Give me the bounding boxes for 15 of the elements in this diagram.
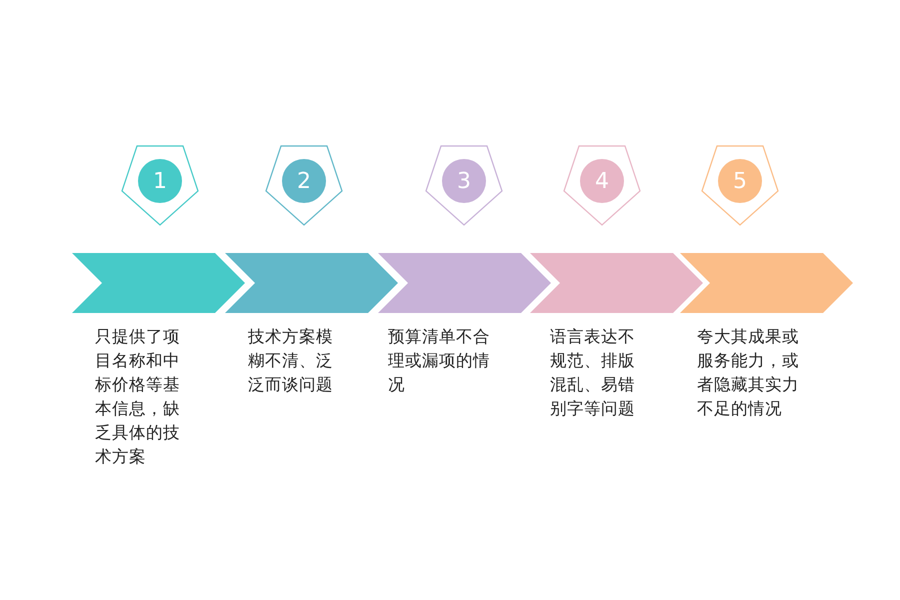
chevron-band xyxy=(72,253,245,313)
number-circle: 4 xyxy=(580,159,624,203)
description-text: 只提供了项目名称和中标价格等基本信息，缺乏具体的技术方案 xyxy=(95,326,180,468)
description-text: 夸大其成果或服务能力，或者隐藏其实力不足的情况 xyxy=(697,326,799,420)
chevron-band xyxy=(680,253,853,313)
number-circle: 1 xyxy=(138,159,182,203)
description-text: 语言表达不规范、排版混乱、易错别字等问题 xyxy=(550,326,635,420)
description-text: 预算清单不合理或漏项的情况 xyxy=(388,326,491,396)
number-circle: 5 xyxy=(718,159,762,203)
description-text: 技术方案模糊不清、泛泛而谈问题 xyxy=(248,326,333,396)
chevron-band xyxy=(225,253,398,313)
number-circle: 3 xyxy=(442,159,486,203)
chevron-band xyxy=(378,253,551,313)
number-circle: 2 xyxy=(282,159,326,203)
chevron-band xyxy=(530,253,703,313)
